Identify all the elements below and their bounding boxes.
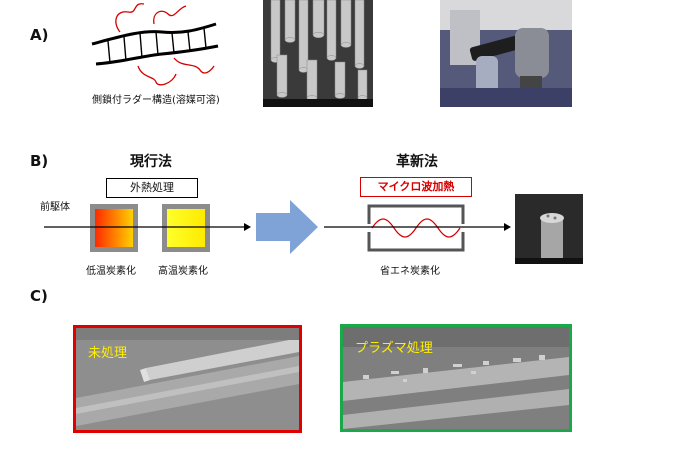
microwave-label: マイクロ波加熱 [360, 177, 472, 197]
untreated-fiber-image: 未処理 [73, 325, 302, 433]
sem-fiber-bundle-image [263, 0, 373, 107]
high-temp-carbonization-label: 高温炭素化 [158, 266, 208, 277]
external-heat-label: 外熱処理 [106, 178, 198, 198]
process-flow-diagram [44, 200, 511, 254]
new-method-title: 革新法 [396, 154, 438, 170]
section-label-a: A) [30, 26, 49, 44]
low-temp-carbonization-label: 低温炭素化 [86, 266, 136, 277]
section-label-c: C) [30, 287, 48, 305]
untreated-label: 未処理 [88, 346, 128, 361]
equipment-photo [440, 0, 572, 107]
sem-carbon-fiber-image [515, 194, 583, 264]
current-method-title: 現行法 [130, 154, 172, 170]
precursor-label: 前駆体 [40, 202, 70, 213]
section-label-b: B) [30, 152, 49, 170]
ladder-structure-diagram [91, 3, 219, 86]
energy-saving-carbonization-label: 省エネ炭素化 [380, 266, 440, 277]
plasma-treated-fiber-image: プラズマ処理 [340, 324, 572, 432]
ladder-caption: 側鎖付ラダー構造(溶媒可溶) [92, 95, 220, 106]
plasma-treated-label: プラズマ処理 [355, 341, 433, 356]
